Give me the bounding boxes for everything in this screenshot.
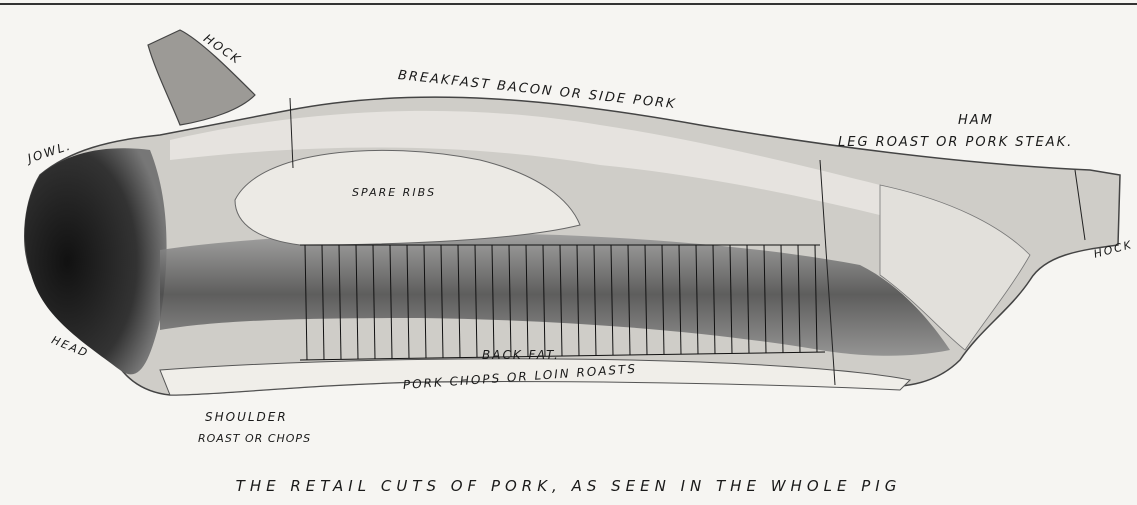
label-shoulder-sub: ROAST OR CHOPS — [198, 432, 311, 445]
label-ham: HAM — [958, 113, 994, 128]
head-region — [25, 148, 167, 374]
label-back-fat: BACK FAT. — [482, 348, 560, 362]
label-shoulder: SHOULDER — [205, 410, 288, 424]
label-leg-roast: LEG ROAST OR PORK STEAK. — [838, 135, 1073, 150]
front-hock — [148, 30, 255, 125]
figure-caption: THE RETAIL CUTS OF PORK, AS SEEN IN THE … — [0, 477, 1137, 495]
label-spare-ribs: SPARE RIBS — [352, 186, 436, 199]
